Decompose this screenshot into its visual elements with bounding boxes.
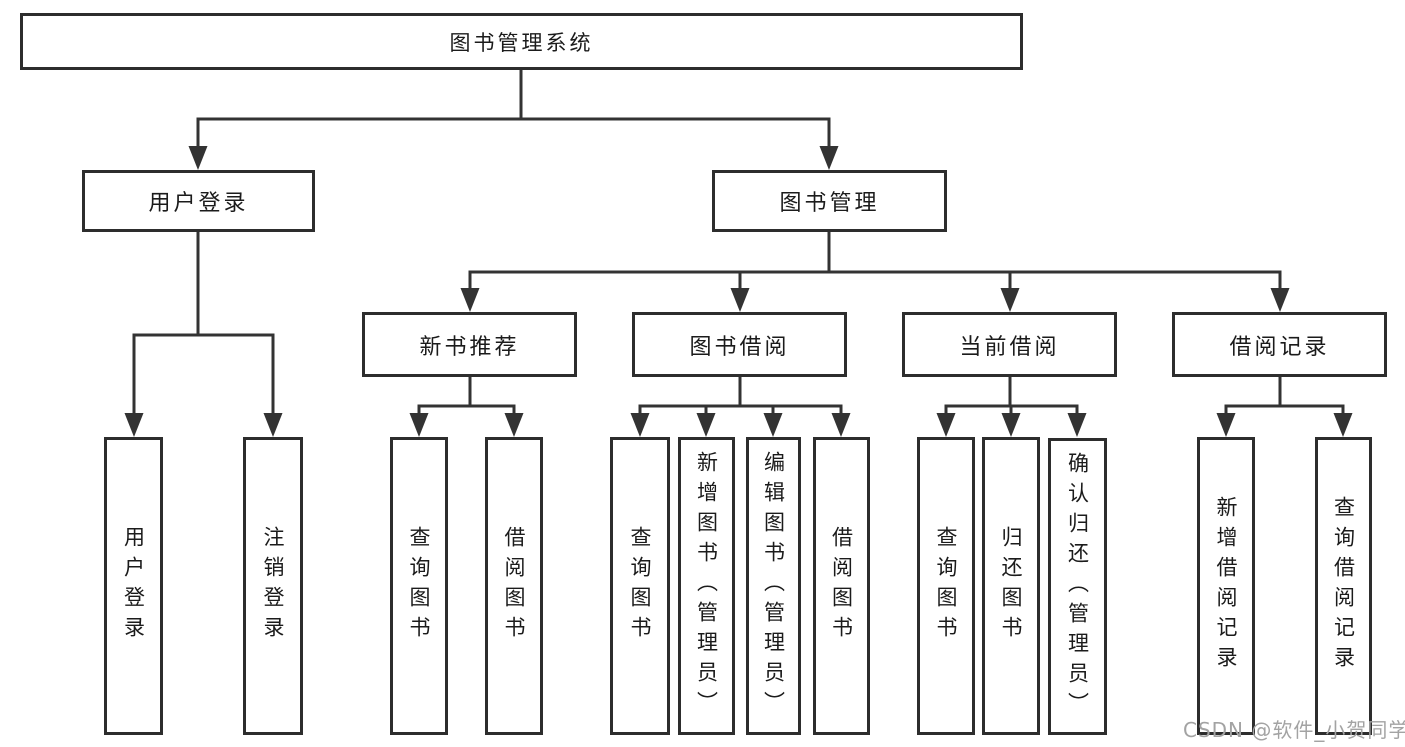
- node-root: 图书管理系统: [20, 13, 1023, 70]
- connector-current-to-leaves: [936, 376, 1087, 437]
- leaf-query-borrow-record: 查询借阅记录: [1315, 437, 1372, 735]
- leaf-query-books-recommend-label: 查询图书: [407, 526, 431, 646]
- node-user-login: 用户登录: [82, 170, 315, 232]
- node-current-borrowing-label: 当前借阅: [959, 334, 1060, 360]
- node-book-management-label: 图书管理: [779, 191, 880, 216]
- watermark: CSDN @软件_小贺同学: [1183, 718, 1405, 742]
- node-borrowing-records-label: 借阅记录: [1229, 334, 1330, 360]
- node-current-borrowing: 当前借阅: [902, 312, 1117, 377]
- leaf-query-books-current-label: 查询图书: [934, 526, 958, 646]
- leaf-query-books-current: 查询图书: [917, 437, 975, 735]
- node-book-borrowing-label: 图书借阅: [689, 334, 790, 360]
- leaf-borrow-books-borrowing: 借阅图书: [813, 437, 870, 735]
- node-book-management: 图书管理: [712, 170, 947, 232]
- node-new-book-recommend: 新书推荐: [362, 312, 577, 377]
- leaf-confirm-return-admin: 确认归还（管理员）: [1048, 438, 1107, 735]
- leaf-add-borrow-record-label: 新增借阅记录: [1214, 496, 1238, 676]
- leaf-user-login-label: 用户登录: [121, 526, 146, 646]
- leaf-user-login: 用户登录: [104, 437, 163, 735]
- leaf-add-borrow-record: 新增借阅记录: [1197, 437, 1255, 735]
- connector-records-to-leaves: [1216, 376, 1353, 437]
- leaf-query-books-borrowing-label: 查询图书: [628, 526, 652, 646]
- node-root-label: 图书管理系统: [449, 30, 594, 55]
- leaf-borrow-books-recommend: 借阅图书: [485, 437, 543, 735]
- leaf-borrow-books-recommend-label: 借阅图书: [502, 526, 526, 646]
- leaf-logout: 注销登录: [243, 437, 303, 735]
- connector-bookmgmt-to-level3: [460, 231, 1290, 312]
- node-user-login-label: 用户登录: [148, 191, 249, 216]
- leaf-return-books-label: 归还图书: [999, 526, 1023, 646]
- leaf-borrow-books-borrowing-label: 借阅图书: [829, 526, 854, 646]
- connector-root-to-level2: [188, 68, 839, 170]
- leaf-add-book-admin-label: 新增图书（管理员）: [694, 451, 719, 721]
- node-book-borrowing: 图书借阅: [632, 312, 847, 377]
- leaf-edit-book-admin: 编辑图书（管理员）: [746, 437, 801, 735]
- leaf-confirm-return-admin-label: 确认归还（管理员）: [1065, 451, 1090, 722]
- connector-userlogin-to-leaves: [124, 231, 283, 437]
- leaf-add-book-admin: 新增图书（管理员）: [678, 437, 735, 735]
- node-new-book-recommend-label: 新书推荐: [419, 334, 520, 360]
- connector-newbooks-to-leaves: [409, 376, 524, 437]
- leaf-query-books-recommend: 查询图书: [390, 437, 448, 735]
- leaf-query-borrow-record-label: 查询借阅记录: [1331, 496, 1356, 676]
- leaf-logout-label: 注销登录: [261, 526, 285, 646]
- node-borrowing-records: 借阅记录: [1172, 312, 1387, 377]
- connector-borrow-to-leaves: [630, 376, 851, 437]
- leaf-query-books-borrowing: 查询图书: [610, 437, 670, 735]
- leaf-edit-book-admin-label: 编辑图书（管理员）: [761, 451, 786, 721]
- leaf-return-books: 归还图书: [982, 437, 1040, 735]
